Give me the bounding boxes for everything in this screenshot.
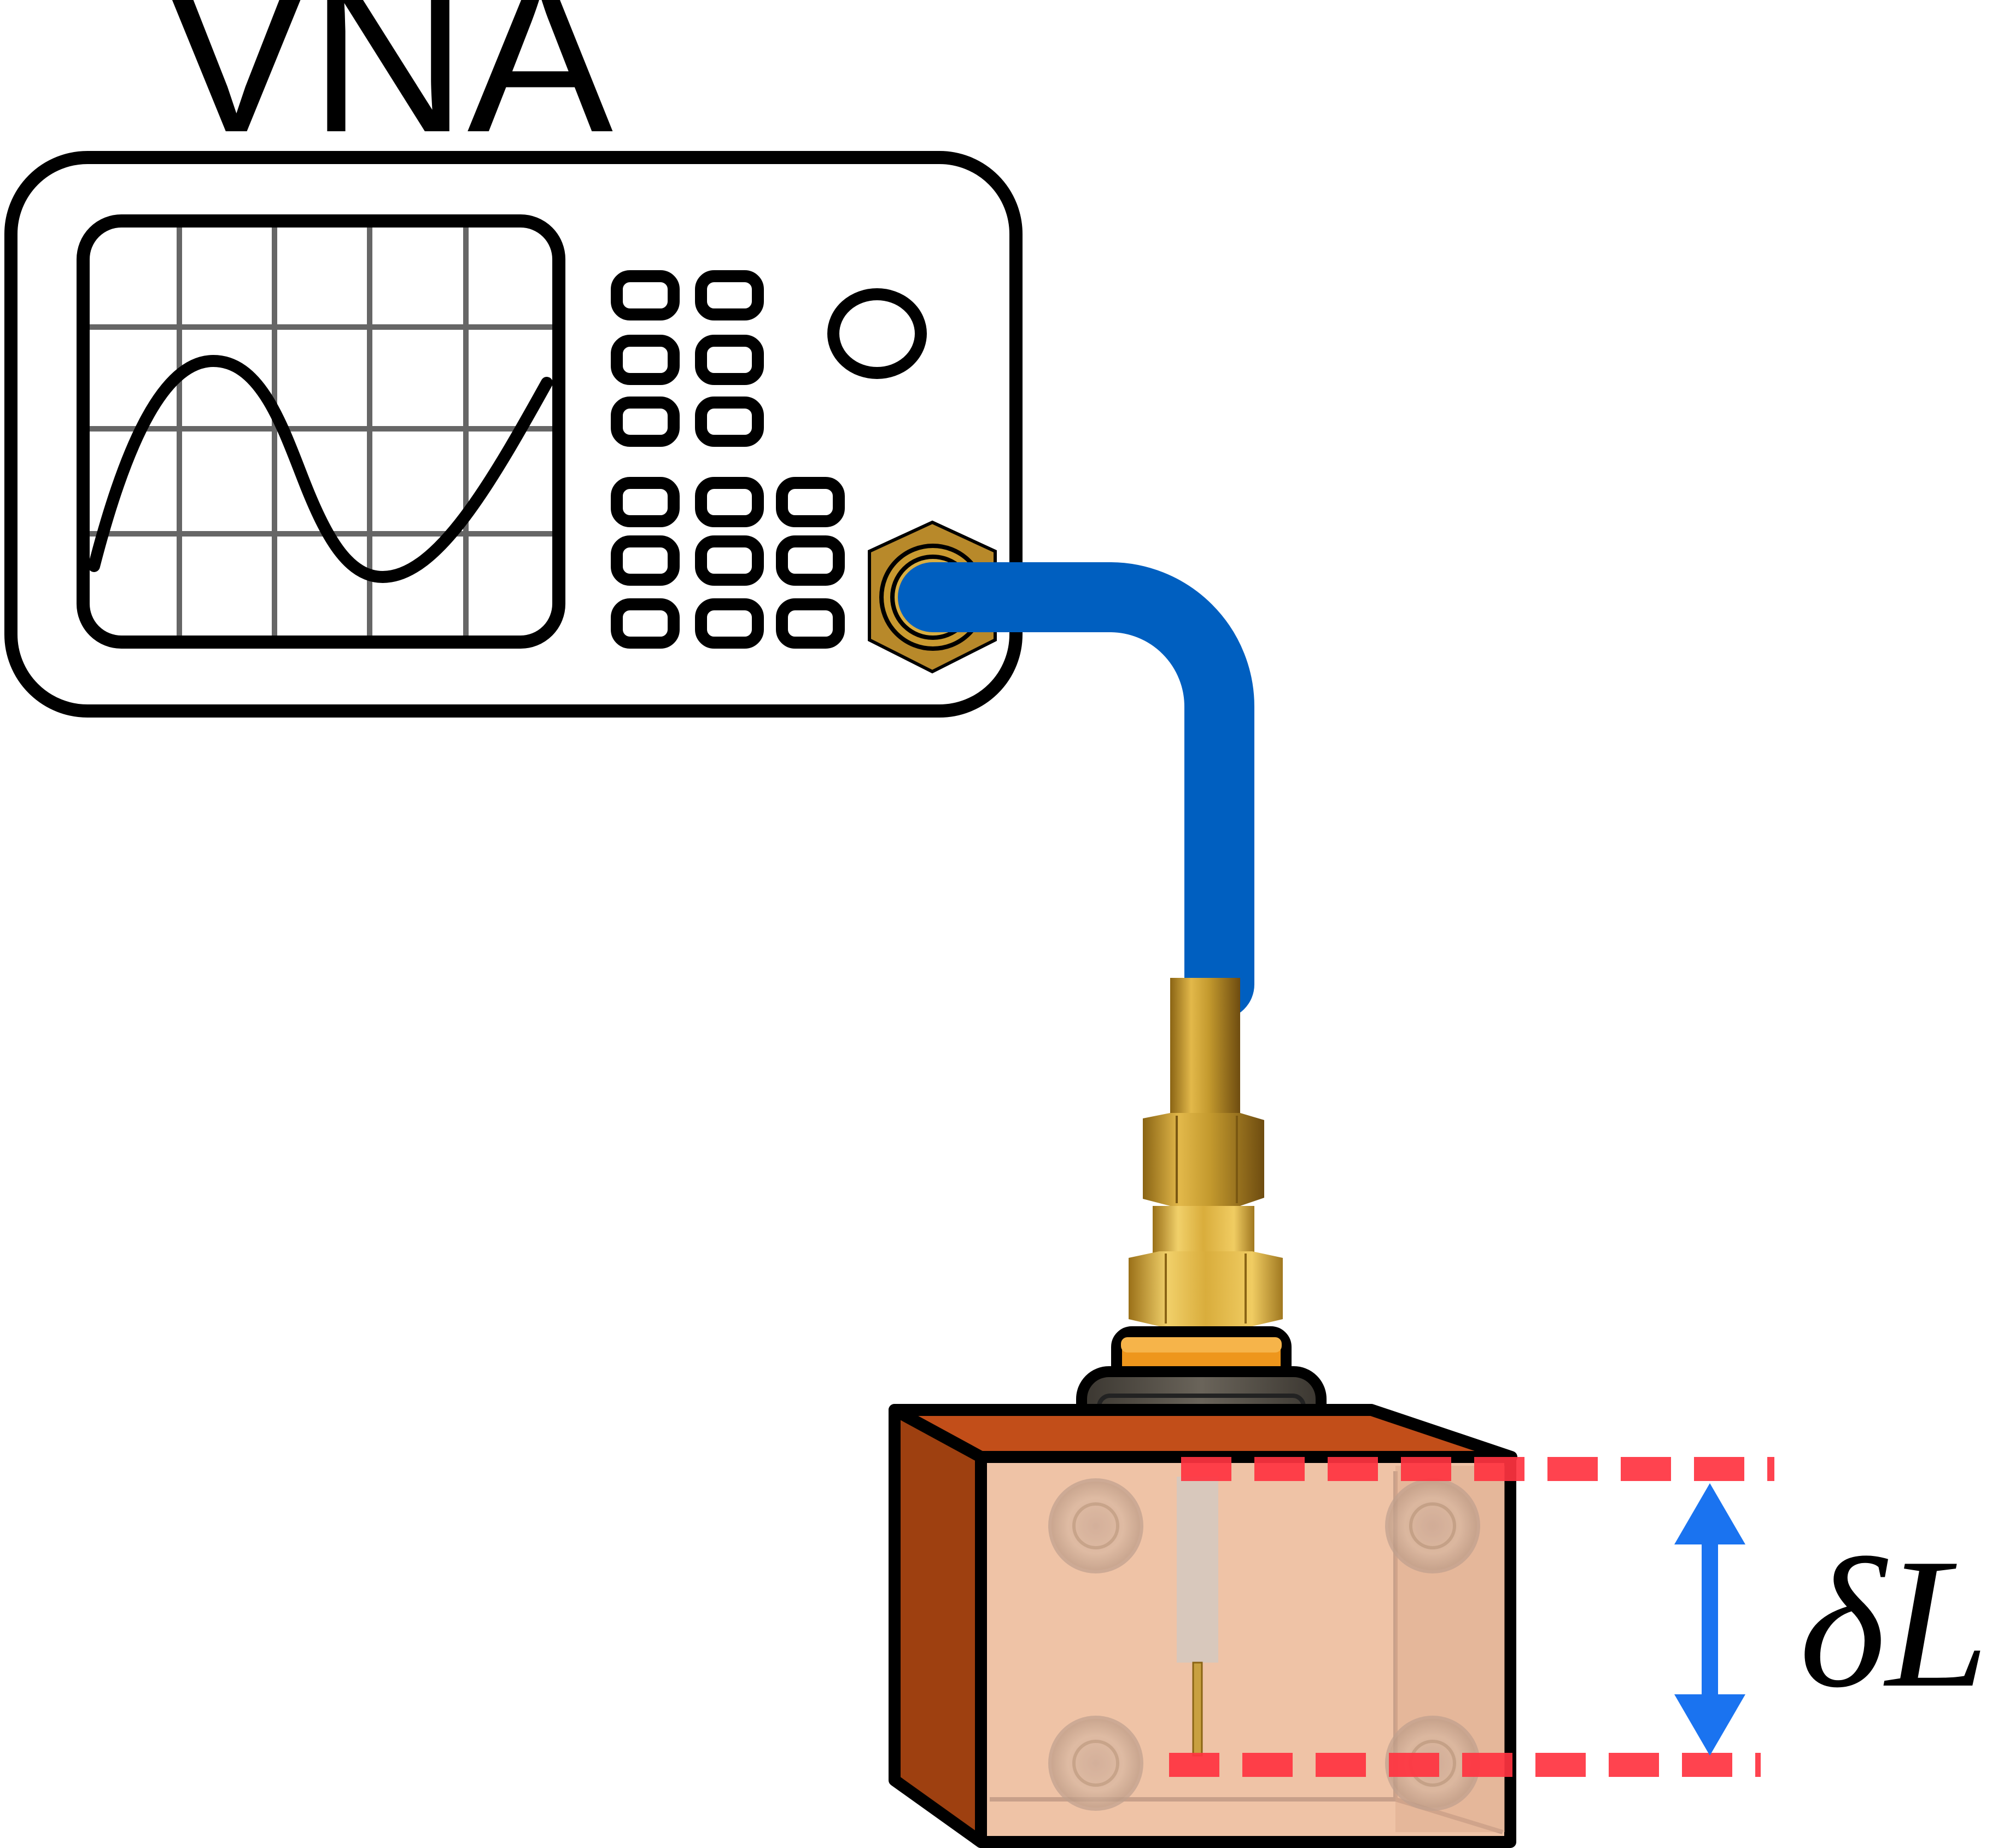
coax-cable bbox=[898, 562, 1254, 1019]
vna-instrument bbox=[4, 151, 1023, 718]
probe-pin bbox=[1192, 1662, 1203, 1757]
vna-screen bbox=[77, 214, 565, 649]
keypad-buttons-icon bbox=[611, 270, 845, 649]
sma-connector-icon bbox=[1129, 978, 1283, 1326]
delta-length-arrow bbox=[1674, 1483, 1745, 1756]
knob-icon bbox=[827, 288, 927, 379]
screw-icon bbox=[1048, 1478, 1480, 1811]
vna-title: VNA bbox=[163, 0, 614, 178]
delta-length-label: δL bbox=[1799, 1520, 1989, 1726]
probe-sleeve bbox=[1177, 1477, 1218, 1663]
sine-wave-icon bbox=[88, 354, 553, 584]
cavity-block bbox=[889, 1404, 1517, 1848]
screen-grid bbox=[90, 228, 552, 636]
